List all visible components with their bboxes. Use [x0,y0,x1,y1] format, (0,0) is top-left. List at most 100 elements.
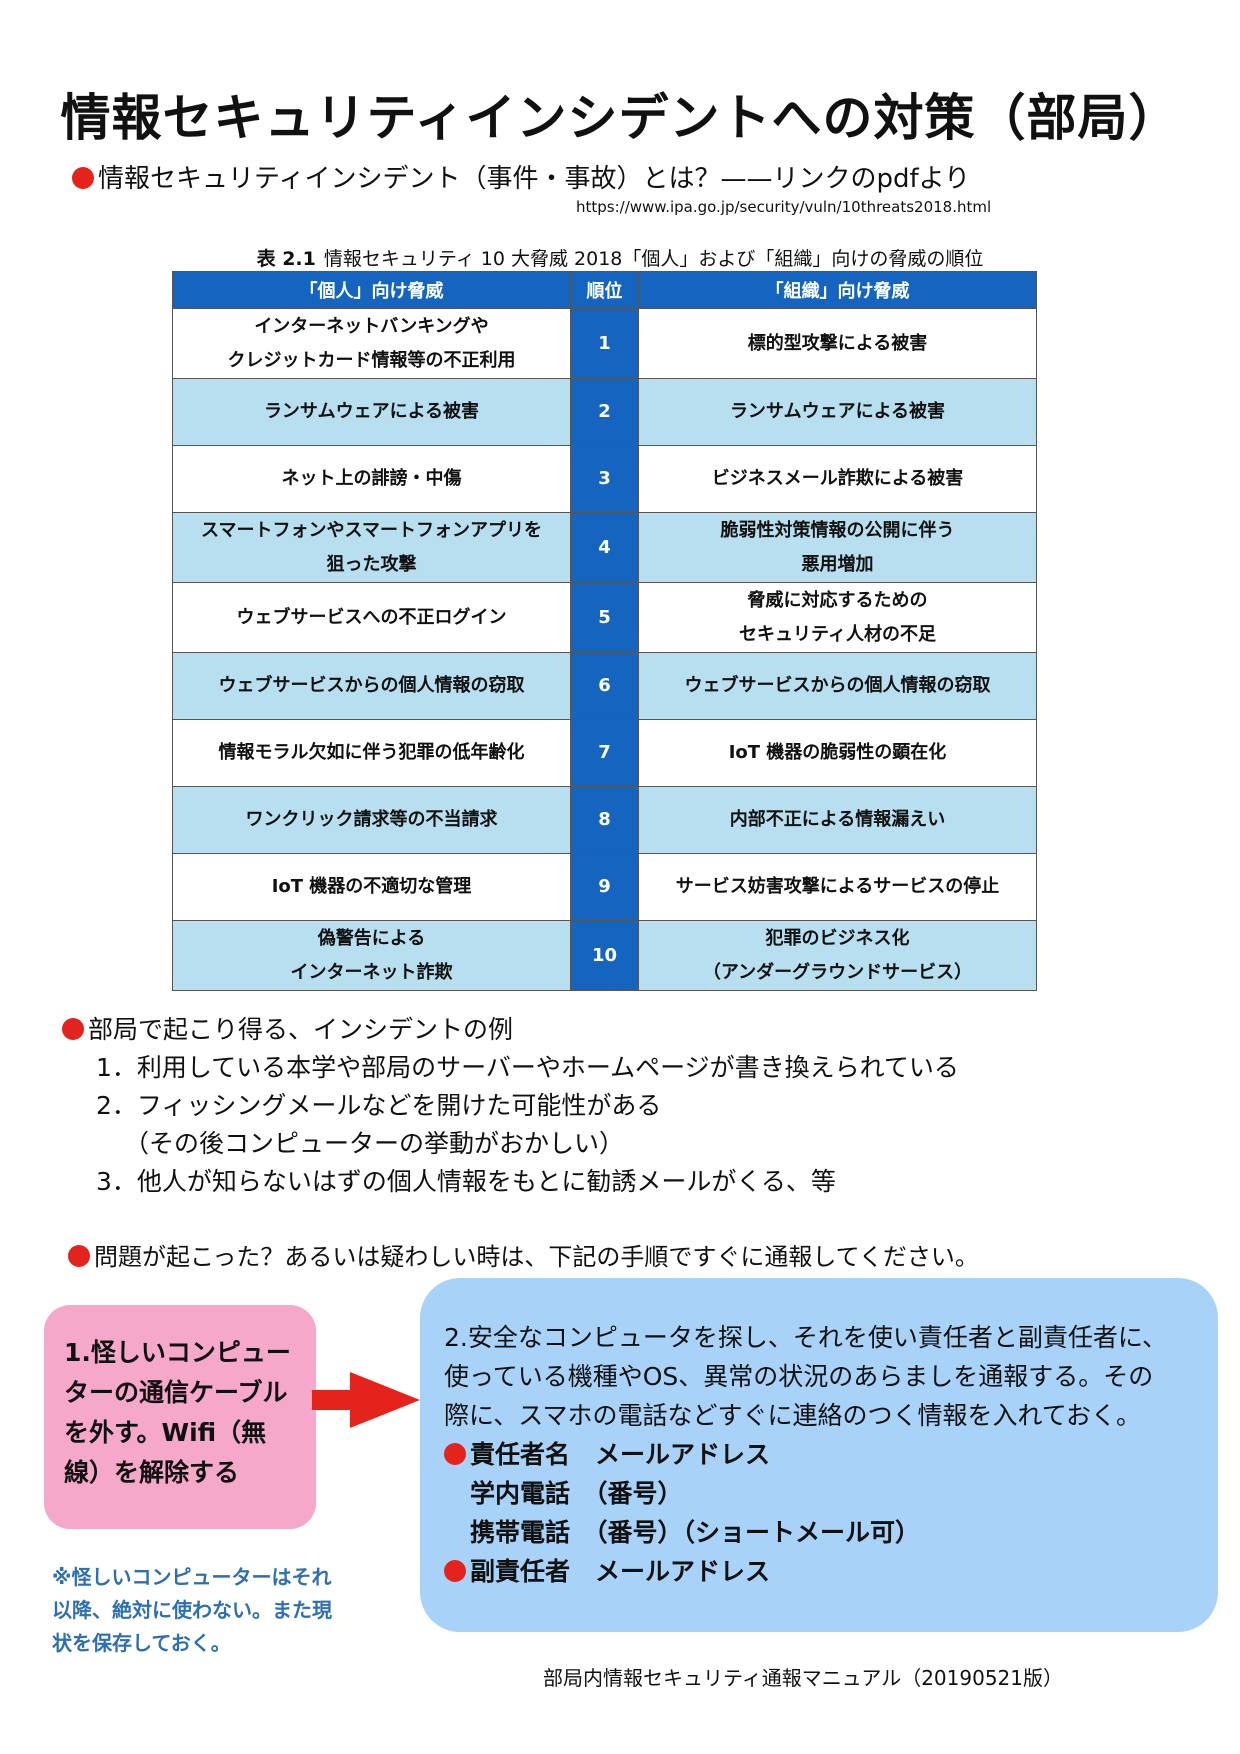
organization-threat-cell-line: ランサムウェアによる被害 [729,401,946,422]
organization-threat-cell: IoT 機器の脆弱性の顕在化 [638,719,1037,787]
column-header-personal: 「個人」向け脅威 [172,271,571,309]
rank-cell: 8 [570,786,639,854]
rank-cell: 9 [570,853,639,921]
personal-threat-cell: ネット上の誹謗・中傷 [172,445,571,513]
threat-row: ランサムウェアによる被害 2 ランサムウェアによる被害 [172,378,1037,446]
mobile-phone: 携帯電話 （番号）（ショートメール可） [470,1518,921,1547]
personal-threat-cell: スマートフォンやスマートフォンアプリを狙った攻撃 [172,512,571,583]
footer-version: 部局内情報セキュリティ通報マニュアル（20190521版） [543,1666,1063,1690]
warning-note: ※怪しいコンピューターはそれ 以降、絶対に使わない。また現 状を保存しておく。 [52,1561,362,1660]
organization-threat-cell: 内部不正による情報漏えい [638,786,1037,854]
rank-cell: 7 [570,719,639,787]
organization-threat-cell-line: ビジネスメール詐欺による被害 [711,468,964,489]
personal-threat-cell: 偽警告によるインターネット詐欺 [172,920,571,991]
organization-threat-cell-line: セキュリティ人材の不足 [739,623,936,645]
personal-threat-cell-line: ネット上の誹謗・中傷 [281,468,462,489]
personal-threat-cell: ウェブサービスへの不正ログイン [172,582,571,653]
personal-threat-cell: ウェブサービスからの個人情報の窃取 [172,652,571,720]
step2-box: 2.安全なコンピュータを探し、それを使い責任者と副責任者に、 使っている機種やO… [420,1278,1218,1632]
examples-heading: 部局で起こり得る、インシデントの例 [62,1011,959,1049]
organization-threat-cell: サービス妨害攻撃によるサービスの停止 [638,853,1037,921]
page-title: 情報セキュリティインシデントへの対策（部局） [60,89,1180,147]
personal-threat-cell: IoT 機器の不適切な管理 [172,853,571,921]
organization-threat-cell-line: IoT 機器の脆弱性の顕在化 [728,742,947,763]
personal-threat-cell-line: 偽警告による [317,927,426,949]
rank-cell: 6 [570,652,639,720]
threat-row: ワンクリック請求等の不当請求 8 内部不正による情報漏えい [172,786,1037,854]
table-caption-text: 情報セキュリティ 10 大脅威 2018「個人」および「組織」向けの脅威の順位 [323,248,984,270]
personal-threat-cell-line: インターネット詐欺 [290,961,453,983]
step1-line: ターの通信ケーブル [64,1378,288,1407]
organization-threat-cell-line: 脅威に対応するための [747,589,928,611]
organization-threat-cell: 犯罪のビジネス化 （アンダーグラウンドサービス） [638,920,1037,991]
deputy-contact: 副責任者 メールアドレス [444,1552,1198,1591]
organization-threat-cell-line: ウェブサービスからの個人情報の窃取 [684,675,991,696]
step1-line: 1.怪しいコンピュー [64,1338,291,1367]
organization-threat-cell: 標的型攻撃による被害 [638,308,1037,379]
personal-threat-cell-line: ウェブサービスへの不正ログイン [236,606,507,628]
red-bullet-icon [68,1245,90,1267]
organization-threat-cell: 脅威に対応するためのセキュリティ人材の不足 [638,582,1037,653]
organization-threat-cell-line: 標的型攻撃による被害 [747,332,928,354]
source-url[interactable]: https://www.ipa.go.jp/security/vuln/10th… [576,198,992,216]
red-bullet-icon [72,167,94,189]
campus-phone: 学内電話 （番号） [470,1479,683,1508]
incident-examples: 部局で起こり得る、インシデントの例 1．利用している本学や部局のサーバーやホーム… [62,1011,959,1201]
manager-contact-text: 責任者名 メールアドレス [470,1440,771,1469]
example-item-2-note: （その後コンピューターの挙動がおかしい） [124,1129,625,1158]
organization-threat-cell-line: 犯罪のビジネス化 [765,927,910,949]
personal-threat-cell-line: ランサムウェアによる被害 [263,401,480,422]
step2-line: 使っている機種やOS、異常の状況のあらましを通報する。その [444,1362,1154,1391]
personal-threat-cell-line: スマートフォンやスマートフォンアプリを [201,519,542,541]
red-bullet-icon [62,1018,84,1040]
note-line: 以降、絶対に使わない。また現 [52,1598,332,1622]
example-item-1: 1．利用している本学や部局のサーバーやホームページが書き換えられている [96,1053,959,1082]
manager-contact: 責任者名 メールアドレス [444,1435,1198,1474]
threat-row: ウェブサービスからの個人情報の窃取 6 ウェブサービスからの個人情報の窃取 [172,652,1037,720]
rank-cell: 4 [570,512,639,583]
step1-line: を外す。Wifi（無 [64,1418,267,1447]
red-bullet-icon [444,1443,466,1465]
personal-threat-cell-line: 狙った攻撃 [326,553,417,575]
examples-heading-text: 部局で起こり得る、インシデントの例 [88,1015,514,1044]
rank-cell: 5 [570,582,639,653]
column-header-organization: 「組織」向け脅威 [638,271,1037,309]
personal-threat-cell: ランサムウェアによる被害 [172,378,571,446]
personal-threat-cell: インターネットバンキングやクレジットカード情報等の不正利用 [172,308,571,379]
organization-threat-cell-line: 悪用増加 [801,553,874,575]
rank-cell: 10 [570,920,639,991]
intro-heading: 情報セキュリティインシデント（事件・事故）とは？——リンクのpdfより [72,158,970,195]
rank-cell: 2 [570,378,639,446]
threats-table: 「個人」向け脅威 順位 「組織」向け脅威 インターネットバンキングやクレジットカ… [172,271,1037,991]
personal-threat-cell-line: IoT 機器の不適切な管理 [271,876,472,897]
personal-threat-cell: ワンクリック請求等の不当請求 [172,786,571,854]
example-item-3: 3．他人が知らないはずの個人情報をもとに勧誘メールがくる、等 [96,1167,836,1196]
step1-line: 線）を解除する [64,1458,240,1487]
step1-box: 1.怪しいコンピュー ターの通信ケーブル を外す。Wifi（無 線）を解除する [44,1305,316,1529]
personal-threat-cell-line: 情報モラル欠如に伴う犯罪の低年齢化 [218,742,525,763]
rank-cell: 1 [570,308,639,379]
column-header-rank: 順位 [570,271,639,309]
personal-threat-cell-line: クレジットカード情報等の不正利用 [227,349,516,371]
organization-threat-cell-line: （アンダーグラウンドサービス） [702,961,973,983]
step2-line: 際に、スマホの電話などすぐに連絡のつく情報を入れておく。 [444,1401,1142,1430]
intro-heading-text: 情報セキュリティインシデント（事件・事故）とは？——リンクのpdfより [98,164,971,194]
organization-threat-cell-line: 内部不正による情報漏えい [729,809,946,830]
threat-row: 情報モラル欠如に伴う犯罪の低年齢化 7 IoT 機器の脆弱性の顕在化 [172,719,1037,787]
note-line: 状を保存しておく。 [52,1631,231,1655]
organization-threat-cell: ランサムウェアによる被害 [638,378,1037,446]
personal-threat-cell-line: ワンクリック請求等の不当請求 [245,809,498,830]
organization-threat-cell: ビジネスメール詐欺による被害 [638,445,1037,513]
personal-threat-cell-line: ウェブサービスからの個人情報の窃取 [218,675,525,696]
organization-threat-cell: 脆弱性対策情報の公開に伴う悪用増加 [638,512,1037,583]
step2-line: 2.安全なコンピュータを探し、それを使い責任者と副責任者に、 [444,1323,1168,1352]
organization-threat-cell-line: 脆弱性対策情報の公開に伴う [720,519,955,541]
contact-heading: 問題が起こった？あるいは疑わしい時は、下記の手順ですぐに通報してください。 [68,1237,979,1272]
